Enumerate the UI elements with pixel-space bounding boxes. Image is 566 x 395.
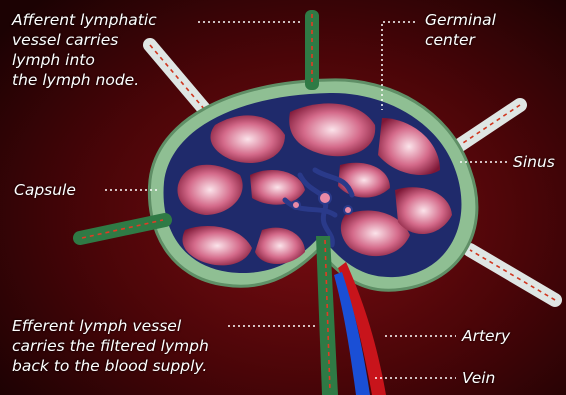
capsule-label: Capsule [14, 180, 76, 200]
artery-label: Artery [462, 326, 510, 346]
sinus-label: Sinus [513, 152, 555, 172]
afferent-vessel-top [305, 10, 319, 90]
afferent-label: Afferent lymphatic vessel carries lymph … [12, 10, 157, 90]
afferent-vessel-left [80, 220, 165, 238]
germinal-center-label: Germinal center [425, 10, 496, 50]
efferent-label: Efferent lymph vessel carries the filter… [12, 316, 209, 376]
vein-label: Vein [462, 368, 495, 388]
